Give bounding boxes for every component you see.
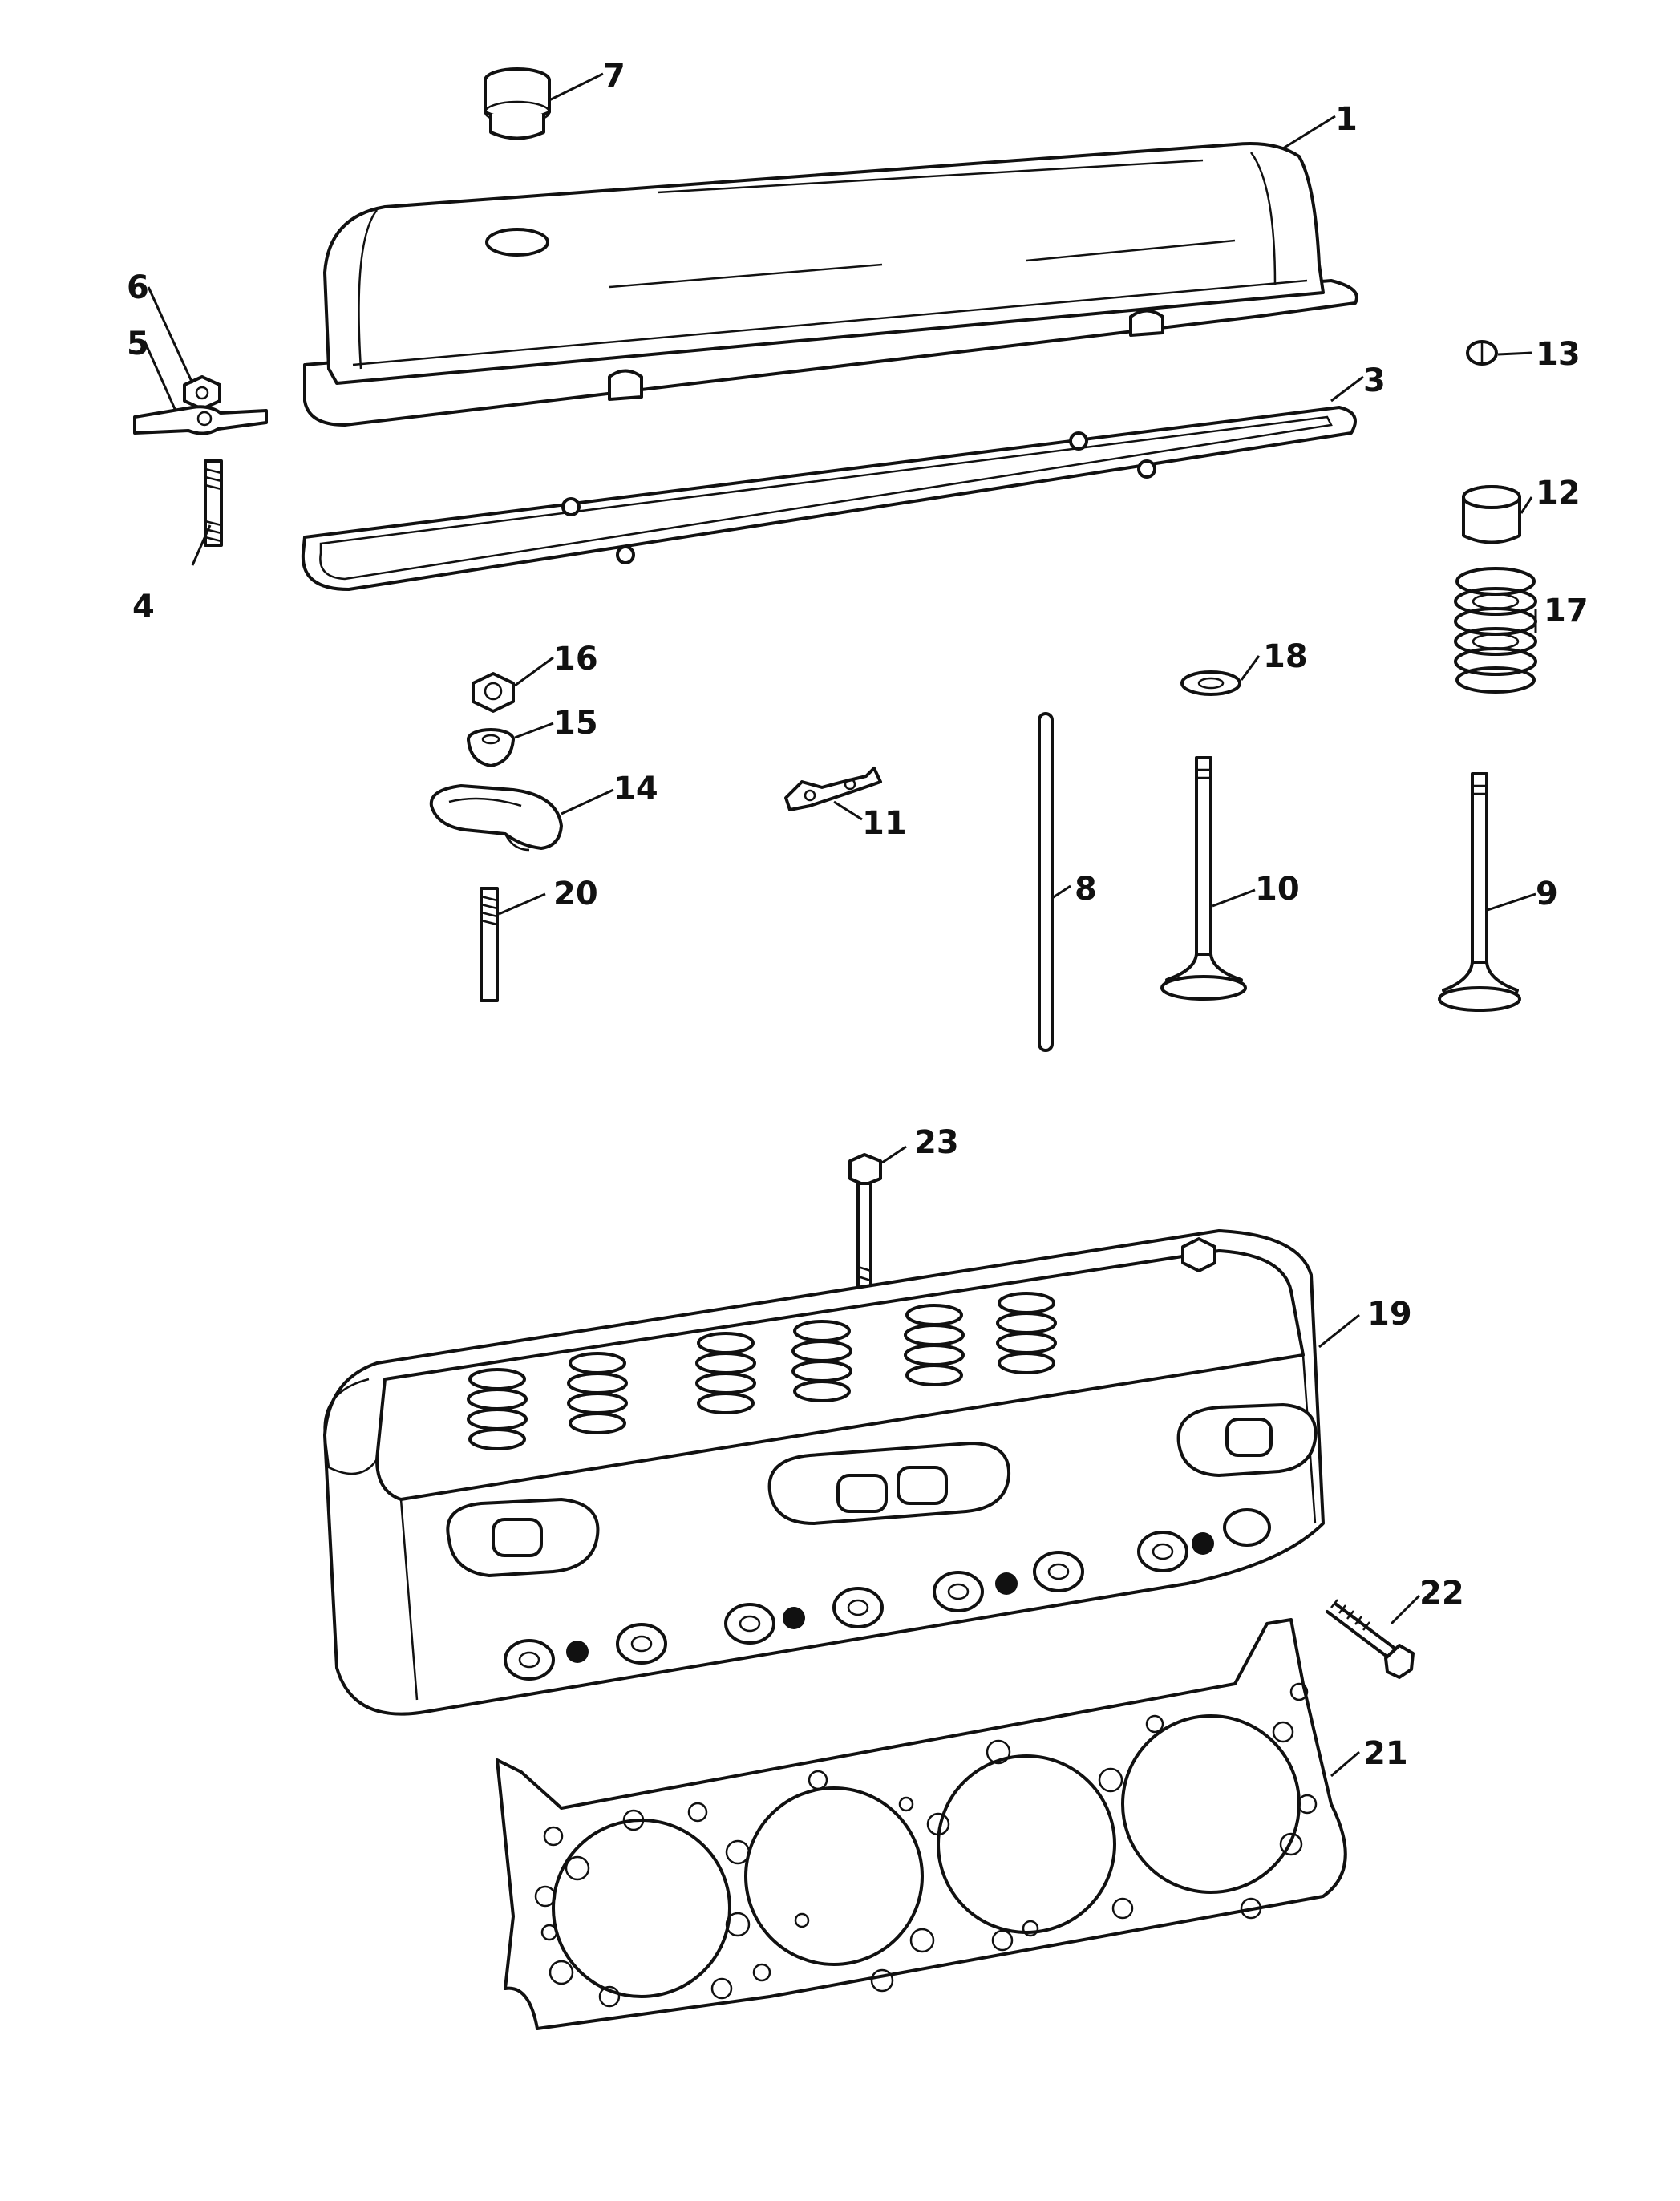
- callout-16: 16: [553, 641, 598, 678]
- callout-5: 5: [127, 326, 149, 362]
- callout-labels: 1 3 4 5 6 7 8 9 10 11 12 13 14 15 16 17 …: [127, 58, 1589, 1772]
- callout-12: 12: [1536, 475, 1581, 512]
- callout-8: 8: [1075, 871, 1097, 908]
- callout-4: 4: [132, 589, 155, 625]
- callout-3: 3: [1363, 362, 1386, 399]
- part-9-valve: [1438, 772, 1521, 1012]
- part-22-head-bolt-short: [1326, 1599, 1415, 1679]
- part-4-stud: [204, 459, 223, 547]
- part-21-head-gasket: [496, 1618, 1347, 2030]
- leader-lines: [143, 72, 1537, 1778]
- callout-22: 22: [1419, 1575, 1464, 1612]
- part-16-rocker-nut: [472, 672, 515, 713]
- callout-7: 7: [603, 58, 625, 95]
- part-20-rocker-stud: [480, 887, 499, 1002]
- part-3-valve-cover-gasket: [301, 406, 1357, 591]
- callout-10: 10: [1255, 871, 1300, 908]
- callout-18: 18: [1263, 638, 1308, 675]
- callout-20: 20: [553, 876, 598, 912]
- part-18-valve-seal: [1180, 670, 1241, 696]
- part-12-valve-spring-cap: [1462, 485, 1521, 544]
- part-1-valve-cover: [303, 142, 1358, 427]
- part-17-valve-spring: [1454, 567, 1537, 694]
- part-15-rocker-ball: [467, 728, 515, 767]
- part-19-cylinder-head: [323, 1229, 1325, 1716]
- callout-9: 9: [1536, 876, 1558, 912]
- head-valve-springs: [467, 1292, 1057, 1450]
- callout-13: 13: [1536, 336, 1581, 373]
- callout-23: 23: [914, 1124, 959, 1161]
- callout-15: 15: [553, 705, 598, 742]
- callout-14: 14: [613, 771, 658, 807]
- part-6-nut: [183, 375, 221, 411]
- part-13-valve-keepers: [1466, 340, 1498, 366]
- part-11-push-rod-guide: [784, 767, 882, 811]
- callout-19: 19: [1367, 1296, 1412, 1333]
- callout-6: 6: [127, 269, 149, 306]
- callout-21: 21: [1363, 1735, 1408, 1772]
- part-5-bracket: [133, 405, 268, 435]
- callout-11: 11: [862, 805, 907, 842]
- part-10-valve: [1160, 756, 1247, 1001]
- part-14-rocker-arm: [429, 784, 563, 852]
- part-7-oil-fill-plug: [484, 67, 551, 140]
- part-8-push-rod: [1038, 712, 1054, 1052]
- callout-17: 17: [1544, 593, 1589, 629]
- gasket-holes: [534, 1682, 1318, 2008]
- callout-1: 1: [1335, 101, 1358, 138]
